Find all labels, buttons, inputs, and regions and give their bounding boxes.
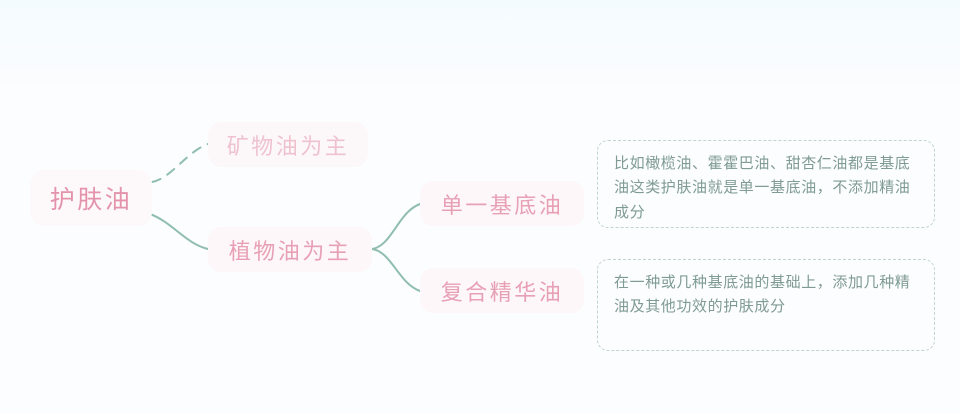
- mindmap-node-mineral-oil[interactable]: 矿物油为主: [208, 122, 368, 167]
- mindmap-node-plant-oil[interactable]: 植物油为主: [208, 227, 372, 272]
- edge-root-to-plant: [149, 213, 209, 250]
- edge-plant-to-blend: [371, 248, 421, 292]
- callout-blend-essence-oil: 在一种或几种基底油的基础上，添加几种精油及其他功效的护肤成分: [597, 259, 935, 351]
- callout-single-base-oil-text: 比如橄榄油、霍霍巴油、甜杏仁油都是基底油这类护肤油就是单一基底油，不添加精油成分: [614, 155, 911, 221]
- mindmap-node-blend-essence-oil-label: 复合精华油: [440, 279, 564, 305]
- mindmap-node-mineral-oil-label: 矿物油为主: [226, 133, 350, 159]
- mindmap-node-blend-essence-oil[interactable]: 复合精华油: [420, 268, 584, 313]
- mindmap-node-single-base-oil[interactable]: 单一基底油: [420, 181, 584, 226]
- mindmap-node-root[interactable]: 护肤油: [30, 170, 152, 226]
- edge-plant-to-single: [371, 203, 421, 250]
- mindmap-node-single-base-oil-label: 单一基底油: [440, 192, 564, 218]
- callout-single-base-oil: 比如橄榄油、霍霍巴油、甜杏仁油都是基底油这类护肤油就是单一基底油，不添加精油成分: [597, 140, 935, 228]
- mindmap-node-plant-oil-label: 植物油为主: [228, 238, 352, 264]
- edge-root-to-mineral: [151, 143, 209, 183]
- mindmap-node-root-label: 护肤油: [49, 186, 133, 214]
- callout-blend-essence-oil-text: 在一种或几种基底油的基础上，添加几种精油及其他功效的护肤成分: [614, 274, 911, 316]
